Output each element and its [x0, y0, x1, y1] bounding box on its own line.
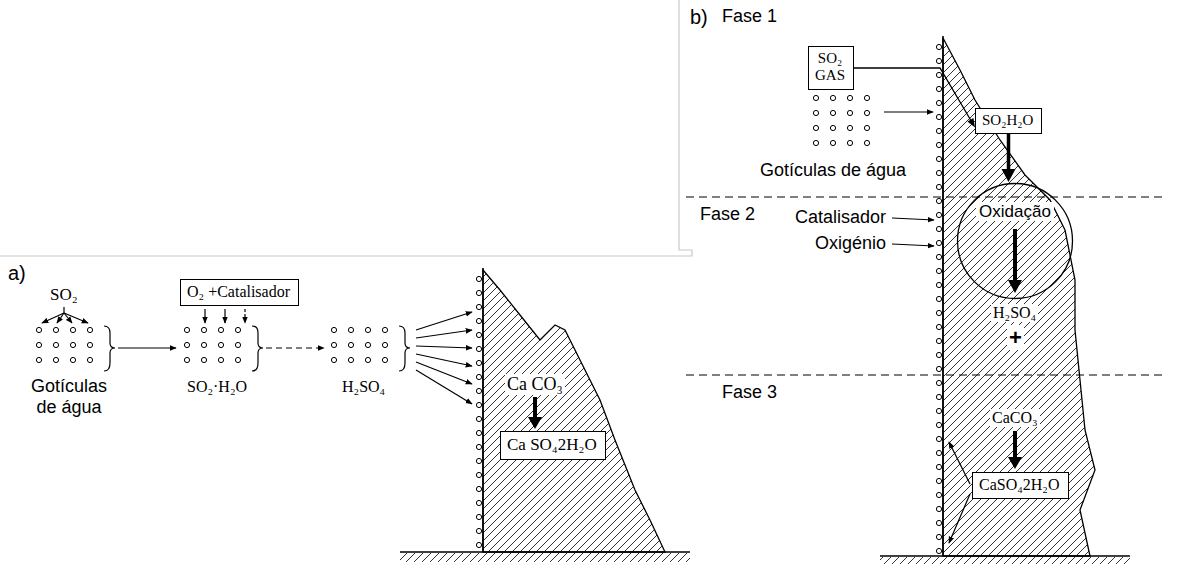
- fork-arrow: [42, 313, 64, 323]
- step-arrow: [118, 347, 176, 348]
- phase-divider: [686, 375, 1165, 376]
- droplet-group: [812, 94, 880, 154]
- formula-label: H₂SO₄: [991, 304, 1038, 322]
- connector-line: [854, 68, 971, 121]
- attack-arrow: [416, 370, 472, 404]
- reaction-arrow: [533, 397, 537, 418]
- phase-label: Fase 2: [700, 204, 755, 225]
- panel-a-drawing: [35, 268, 690, 562]
- reaction-arrow-head: [1008, 457, 1022, 469]
- arrow-head: [1002, 169, 1016, 182]
- attack-arrow: [416, 362, 472, 384]
- arrow-head: [967, 118, 975, 128]
- formula-box: CaSO₄2H₂O: [972, 472, 1069, 499]
- formula-box: Ca SO₄2H₂O: [500, 431, 606, 460]
- formula-label: SO₂·H₂O: [187, 378, 247, 396]
- step-arrow: [266, 347, 324, 348]
- ground-hatch: [400, 553, 690, 562]
- phase-label: Fase 1: [722, 6, 777, 27]
- attack-arrow: [884, 111, 933, 112]
- reaction-arrow: [1013, 229, 1017, 281]
- node-text: O₂ +Catalisador: [187, 283, 290, 301]
- down-arrow: [204, 309, 205, 323]
- panel-frame: [0, 0, 692, 256]
- phase-divider: [686, 197, 1165, 198]
- node-text: Ca SO₄2H₂O: [507, 435, 597, 455]
- agent-label: Catalisador: [795, 207, 886, 228]
- droplet-group: [330, 326, 398, 371]
- text-row: Oxidação: [956, 202, 1074, 222]
- fork-arrow: [64, 313, 88, 323]
- group-bracket: [252, 326, 263, 371]
- crystal-arrow: [949, 442, 970, 484]
- stone-section: [943, 38, 1095, 556]
- droplet-group: [35, 326, 103, 371]
- node-text: CaSO₄2H₂O: [979, 476, 1060, 494]
- attack-arrow: [416, 354, 472, 366]
- formula-box: O₂ +Catalisador: [180, 279, 299, 306]
- down-arrow: [224, 309, 225, 323]
- stone-section: [483, 270, 665, 552]
- droplet-caption: Gotículas de água: [23, 376, 115, 417]
- ground-hatch: [880, 557, 1130, 564]
- formula-box: SO₂ GAS: [808, 46, 854, 90]
- group-bracket: [399, 326, 410, 371]
- formula-label: SO₂: [50, 285, 78, 305]
- agent-label: Oxigénio: [815, 233, 886, 254]
- node-text: Oxidação: [976, 202, 1054, 221]
- attack-arrow: [416, 312, 472, 330]
- connector-line: [1007, 134, 1011, 172]
- panel-letter: b): [690, 6, 708, 29]
- phase-label: Fase 3: [722, 382, 777, 403]
- reaction-circle: Oxidação: [956, 182, 1074, 300]
- droplet-group: [183, 326, 251, 371]
- plus-sign: +: [1007, 325, 1024, 350]
- ground-line: [880, 555, 1130, 556]
- group-bracket: [104, 326, 115, 371]
- formula-box: SO₂H₂O: [975, 108, 1042, 134]
- attack-arrow: [416, 346, 472, 348]
- attack-arrow: [892, 218, 934, 220]
- reaction-arrow-head: [1008, 280, 1022, 293]
- down-arrow: [244, 309, 245, 323]
- connector: [854, 68, 975, 128]
- circle-outline: [958, 184, 1073, 299]
- circle-outline: [956, 182, 1074, 300]
- droplet-caption: Gotículas de água: [760, 160, 906, 181]
- fork-arrow: [57, 313, 64, 323]
- attack-arrow: [416, 330, 472, 338]
- wall-droplets: [935, 40, 943, 554]
- wall-droplets: [475, 272, 483, 552]
- formula-label: H₂SO₄: [342, 378, 385, 396]
- panel-b-drawing: [686, 36, 1165, 564]
- panel-letter: a): [8, 262, 26, 285]
- formula-label: Ca CO₃: [505, 374, 565, 395]
- reaction-arrow-head: [528, 417, 542, 429]
- node-text: SO₂H₂O: [982, 112, 1033, 129]
- node-text: SO₂ GAS: [815, 50, 845, 85]
- crystal-arrow: [949, 494, 970, 543]
- fork-arrow: [63, 307, 64, 313]
- connector: [1002, 134, 1016, 182]
- formula-label: CaCO₃: [990, 409, 1040, 427]
- ground-line: [400, 551, 690, 552]
- reaction-arrow: [1013, 431, 1017, 458]
- attack-arrow: [892, 244, 934, 246]
